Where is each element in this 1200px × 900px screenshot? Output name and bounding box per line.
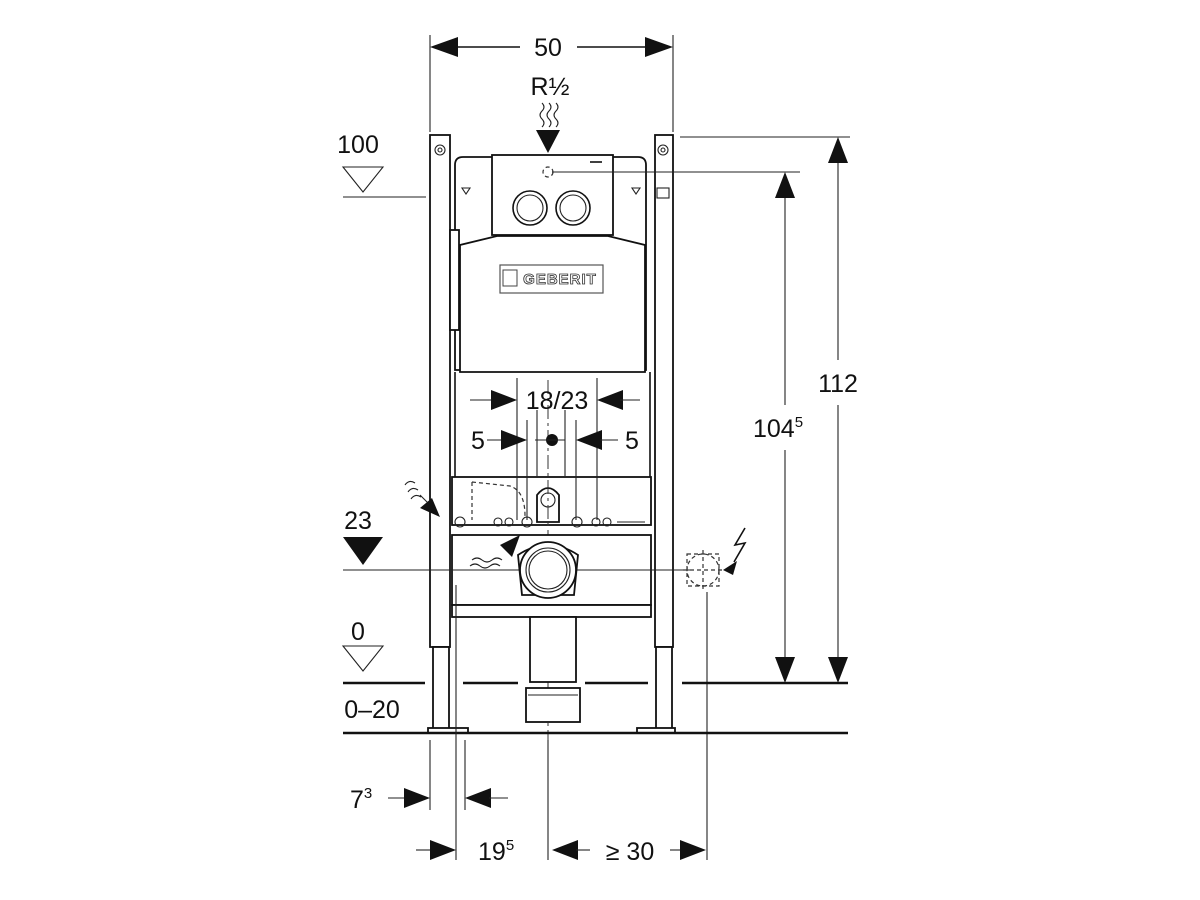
height-dimensions: 112 1045 [552,136,858,683]
flush-button-large [512,190,548,226]
arrow-down-icon [536,130,560,153]
floor-range-label: 0–20 [344,696,400,724]
drain-connection: 23 [343,480,690,599]
leg-offset-label: 73 [350,785,372,814]
cistern: GEBERIT [449,154,670,373]
level-100-label: 100 [337,131,379,159]
left-offset-label: 5 [471,427,485,455]
level-100-marker: 100 [337,131,426,198]
flush-spacing-dimension: 18/23 5 5 [470,387,640,455]
bottom-dimensions: 73 195 ≥ 30 [350,585,706,866]
width-dimension: 50 [429,34,674,132]
total-height-label: 112 [818,370,858,398]
drain-pipe [519,541,577,599]
right-offset-label: 5 [625,427,639,455]
lightning-icon [733,527,747,563]
center-offset-label: 195 [478,837,514,866]
flush-spacing-label: 18/23 [526,387,589,415]
water-inlet-label: R½ [531,73,570,101]
actuator-plate [491,154,614,236]
inlet-height-label: 1045 [753,414,803,443]
width-label: 50 [534,34,562,62]
water-wave-icon [539,102,559,128]
water-inlet-marker: R½ [531,73,570,153]
level-23-label: 23 [344,507,372,535]
water-supply-icon [469,535,520,569]
min-distance-label: ≥ 30 [606,838,654,866]
level-0-label: 0 [351,618,365,646]
geberit-logo: GEBERIT [523,271,597,288]
flush-button-small [555,190,591,226]
frame-right-post [636,134,676,734]
water-wave-arrow-icon [404,480,440,517]
frame-left-post [427,134,469,734]
electrical-connection [683,527,747,860]
floor-levels: 0 0–20 [341,618,848,735]
